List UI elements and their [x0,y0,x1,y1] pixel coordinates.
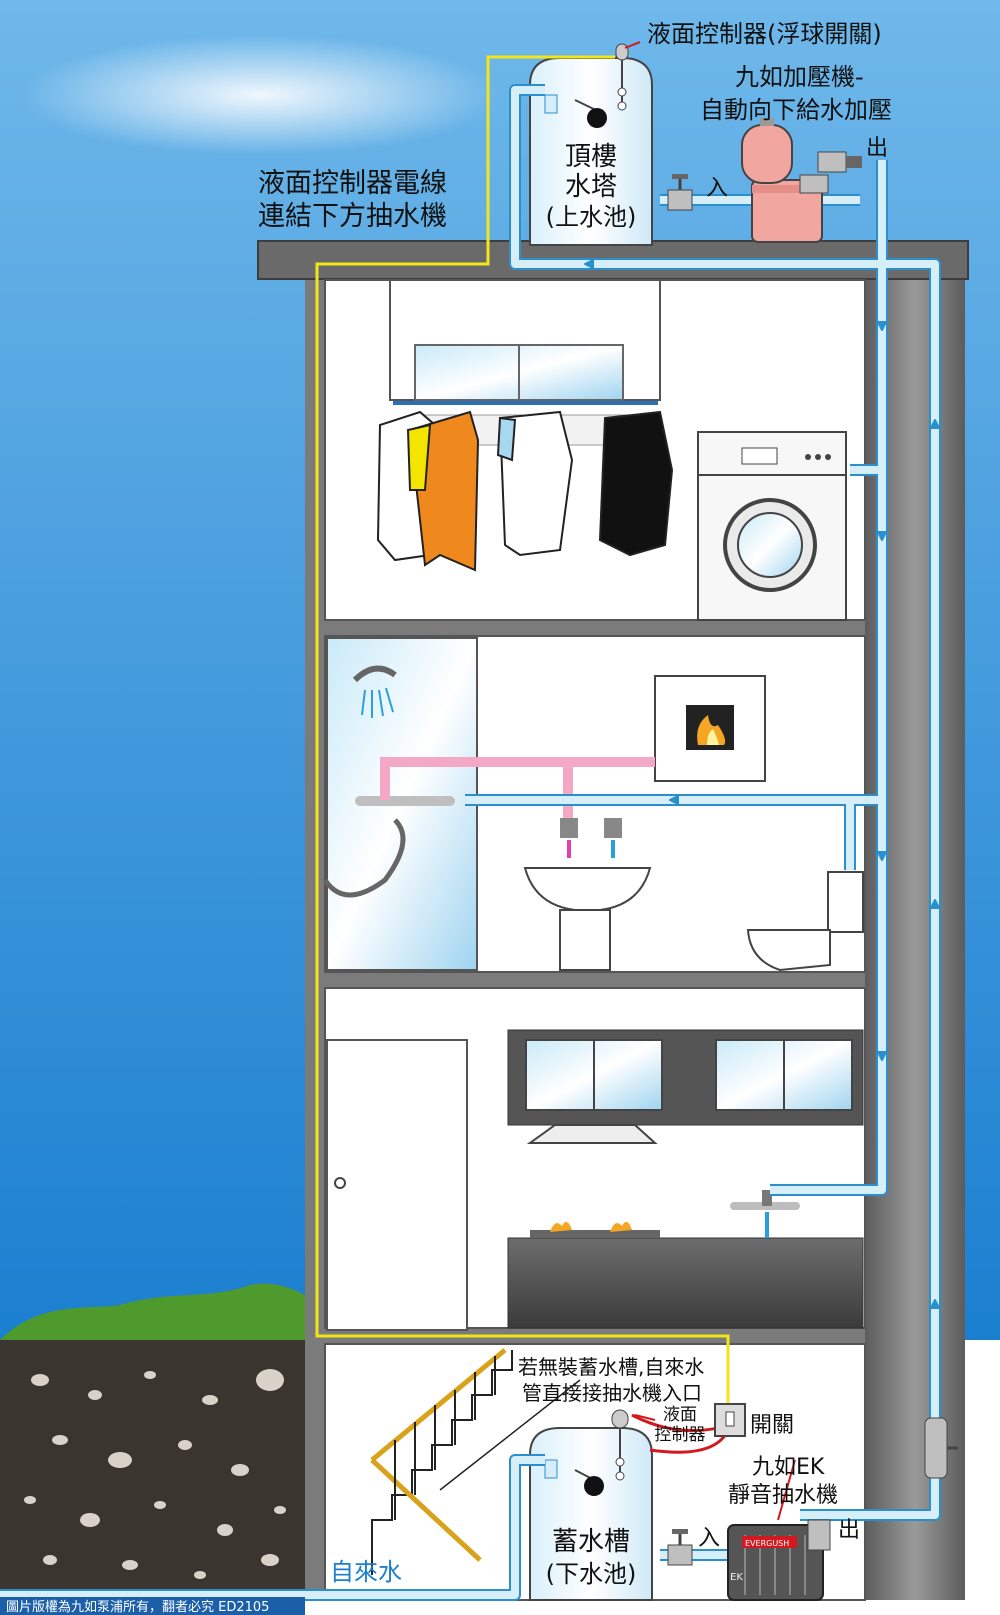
ground-in-label: 入 [698,1526,720,1551]
control-wire [315,55,730,1410]
water-pipes [0,84,941,1601]
lower-controller-label-2: 控制器 [655,1425,706,1445]
ground-inlet-valve [667,1529,693,1566]
pump-model-label: EK [730,1572,743,1583]
roof-out-label: 出 [866,136,888,161]
washing-machine [697,431,847,621]
switch-box [714,1403,746,1437]
lower-tank [529,1409,653,1601]
roof-tank [529,43,653,246]
shirt-light [496,410,574,557]
bypass-label-2: 管直接接抽水機入口 [522,1381,702,1405]
credit-bar [0,1597,305,1615]
ground-pump [727,1519,831,1601]
top-controller-label: 液面控制器(浮球開關) [647,20,882,48]
city-water-label: 自來水 [330,1558,402,1586]
roof-in-label: 入 [706,176,728,201]
wire-label-1: 液面控制器電線 [258,168,447,199]
ground-out-label: 出 [838,1518,860,1543]
roof-tank-label-3: (上水池) [546,203,637,231]
pump-brand-label: EVERGUSH [745,1539,789,1548]
roof-tank-label-2: 水塔 [565,172,617,202]
lower-tank-label-1: 蓄水槽 [552,1527,630,1557]
pump-label-2: 靜音抽水機 [728,1483,838,1508]
cloud [20,35,500,155]
shirt-orange [406,410,480,572]
soil-rocks [24,1369,286,1579]
sink [523,867,652,971]
wire-label-2: 連結下方抽水機 [258,201,447,232]
bathroom [322,637,864,972]
bypass-label-1: 若無裝蓄水槽,自來水 [518,1355,704,1379]
kitchen [326,1029,864,1331]
lower-controller-label-1: 液面 [663,1405,697,1425]
riser-valve [924,1417,958,1479]
grass [0,1283,305,1345]
stairs [370,1348,513,1575]
roof-inlet-valve [667,174,693,211]
lower-tank-label-2: (下水池) [546,1560,637,1588]
toilet [746,871,864,972]
credit-text: 圖片版權為九如泵浦所有，翻者必究 ED2105 [6,1599,269,1615]
booster-label-1: 九如加壓機- [735,63,864,91]
laundry-room [376,279,847,621]
pump-label-1: 九如EK [752,1455,825,1480]
switch-label: 開關 [750,1413,794,1438]
booster-label-2: 自動向下給水加壓 [700,96,892,124]
booster-pump [741,118,829,243]
roof-outlet-valve [817,151,862,173]
bypass-pointer [439,1379,581,1491]
roof-tank-label-1: 頂樓 [565,142,617,172]
shirt-black [598,410,674,557]
pointer-arrows [624,41,796,1521]
